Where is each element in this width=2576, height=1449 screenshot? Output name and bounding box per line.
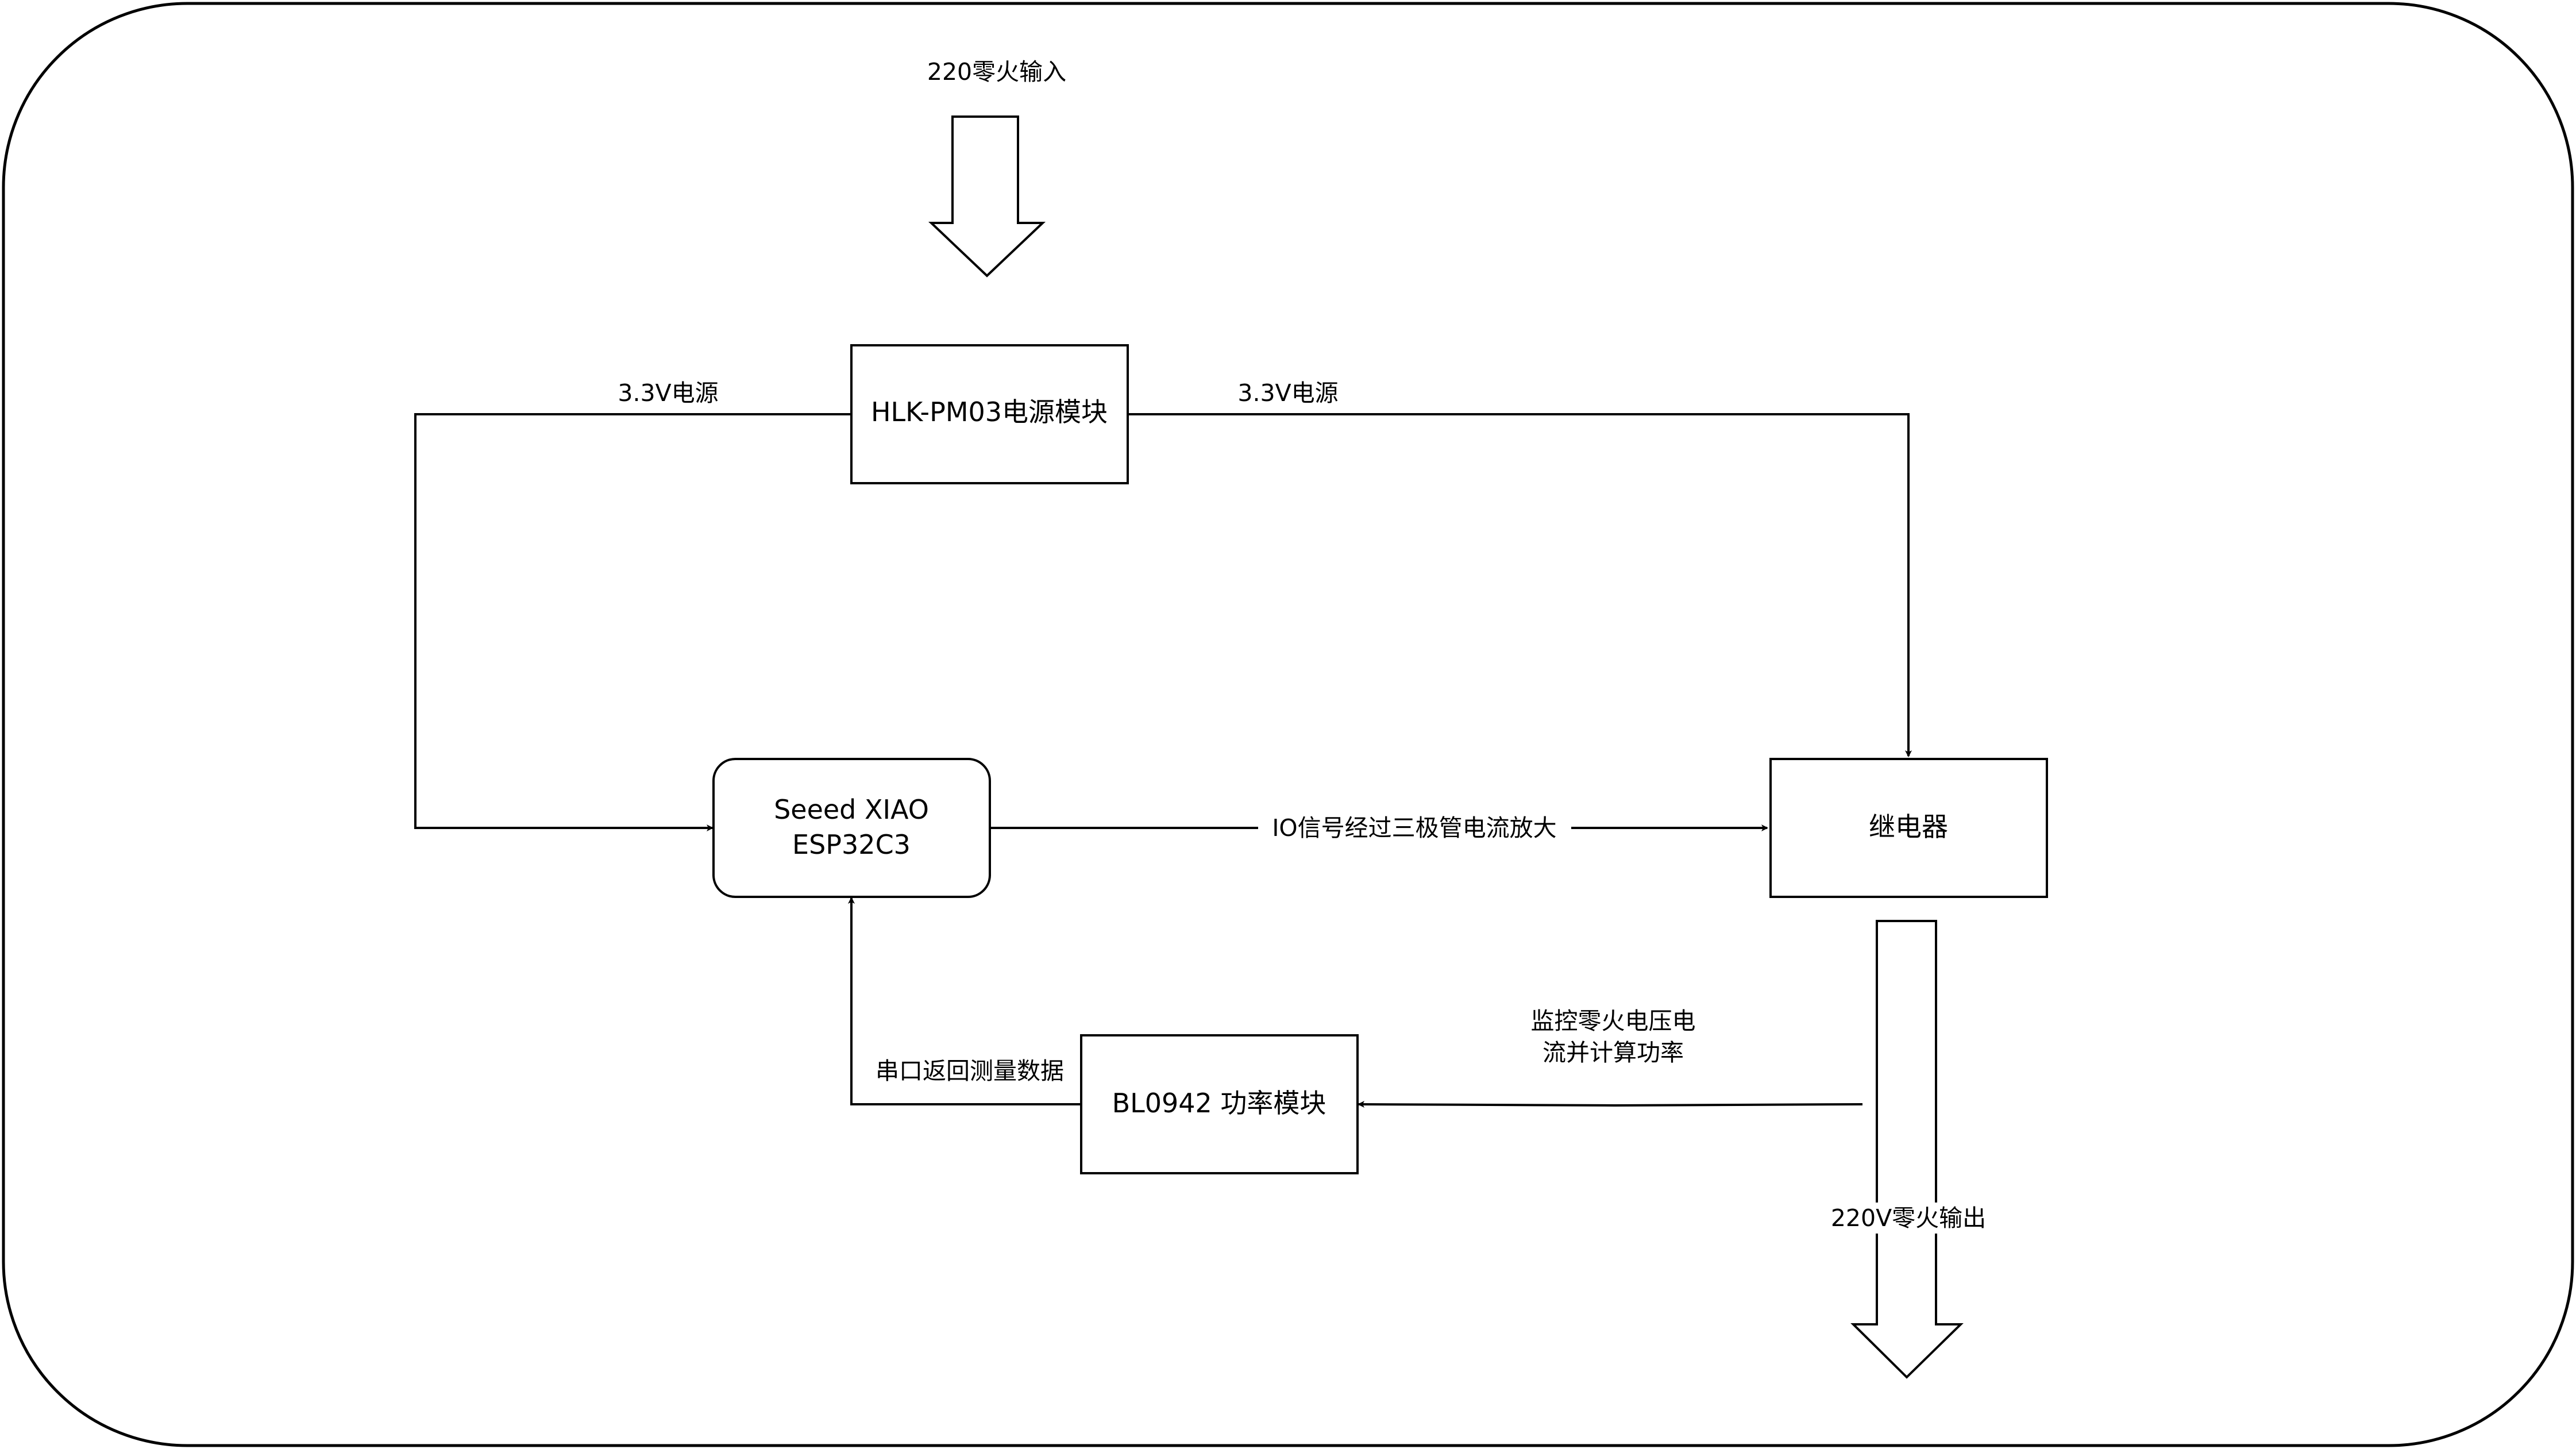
io-signal-label: IO信号经过三极管电流放大 (1272, 814, 1556, 842)
power-module-node[interactable]: HLK-PM03电源模块 (850, 344, 1129, 484)
supply-left-label: 3.3V电源 (618, 379, 718, 407)
relay-node[interactable]: 继电器 (1769, 758, 2048, 898)
io-signal-label-bg (1258, 812, 1571, 844)
power-meter-box (1080, 1034, 1359, 1174)
serial-return-label: 串口返回测量数据 (876, 1057, 1064, 1085)
output-220v-arrow (1850, 920, 1964, 1379)
supply-right-label: 3.3V电源 (1237, 379, 1338, 407)
power-meter-node[interactable]: BL0942 功率模块 (1080, 1034, 1359, 1174)
power-meter-label: BL0942 功率模块 (1112, 1088, 1326, 1119)
supply-right-connector (1128, 413, 1912, 757)
relay-label: 继电器 (1869, 811, 1948, 842)
serial-return-connector (848, 897, 1081, 1105)
mcu-label-line2: ESP32C3 (792, 829, 911, 860)
mcu-label-line1: Seeed XIAO (774, 794, 929, 825)
input-220v-arrow (928, 115, 1046, 278)
supply-left-connector (414, 413, 851, 831)
monitor-connector (1358, 1101, 1863, 1108)
output-220v-label-bg (1828, 1203, 1991, 1234)
relay-box (1769, 758, 2048, 898)
mcu-box (712, 758, 991, 898)
mcu-node[interactable]: Seeed XIAO ESP32C3 (712, 758, 991, 898)
power-module-box (850, 344, 1129, 484)
monitor-label-line1: 监控零火电压电 (1531, 1007, 1696, 1035)
power-module-label: HLK-PM03电源模块 (871, 396, 1108, 427)
output-220v-label: 220V零火输出 (1831, 1204, 1986, 1232)
input-220v-label: 220零火输入 (927, 58, 1066, 86)
monitor-label-line2: 流并计算功率 (1542, 1039, 1684, 1066)
